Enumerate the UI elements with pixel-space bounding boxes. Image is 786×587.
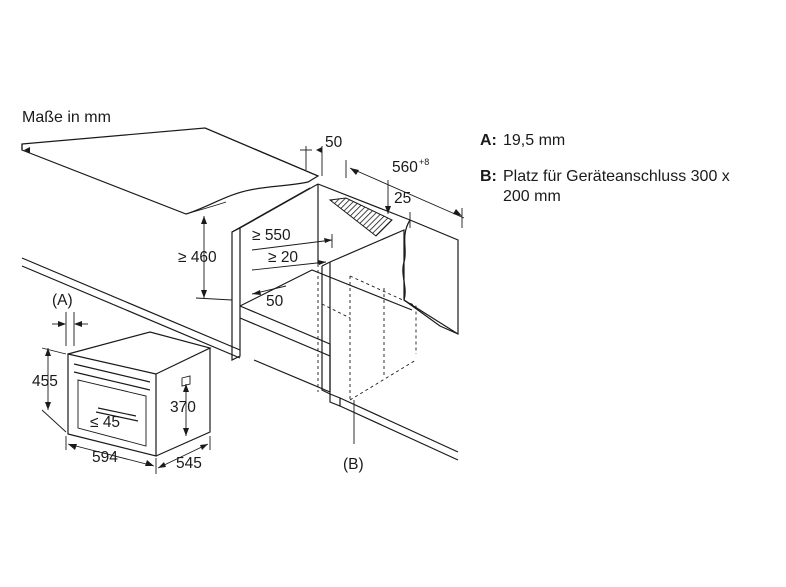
legend-a-key: A: [480, 132, 497, 149]
dim-455 [41, 347, 67, 433]
dim-460-label: ≥ 460 [178, 249, 217, 266]
cabinet-niche [231, 183, 417, 407]
dim-370 [183, 384, 189, 436]
dim-550-label: ≥ 550 [252, 227, 291, 244]
dim-594 [65, 436, 157, 474]
dim-560-tolerance: +8 [419, 157, 429, 167]
floor-lines [21, 257, 459, 461]
marker-a-dimension [52, 312, 88, 346]
dim-560-label: 560 [392, 159, 418, 176]
connection-space [328, 197, 393, 237]
dim-45-label: ≤ 45 [90, 414, 120, 431]
legend-a-text: 19,5 mm [503, 132, 565, 149]
dim-50-top-label: 50 [325, 134, 343, 151]
marker-b: (B) [343, 456, 364, 473]
dim-594-label: 594 [92, 449, 118, 466]
legend-b-text-line1: Platz für Geräteanschluss 300 x [503, 168, 730, 185]
dim-50-inner-label: 50 [266, 293, 284, 310]
legend-b-key: B: [480, 168, 497, 185]
dim-50-top [24, 146, 323, 176]
dim-460 [195, 216, 233, 301]
diagram-title: Maße in mm [22, 109, 111, 126]
legend-b-text-line2: 200 mm [503, 188, 561, 205]
dim-25-label: 25 [394, 190, 411, 207]
dim-560 [345, 160, 465, 228]
dim-545 [157, 436, 211, 469]
dim-50-inner [251, 285, 287, 295]
oven-appliance [67, 331, 212, 457]
worktop-left [21, 127, 320, 215]
dim-25 [385, 180, 411, 228]
dim-20 [251, 260, 327, 271]
dim-455-label: 455 [32, 373, 58, 390]
dim-545-label: 545 [176, 455, 202, 472]
dim-550 [251, 234, 333, 251]
worktop-right [402, 219, 459, 335]
dim-370-label: 370 [170, 399, 196, 416]
dim-20-label: ≥ 20 [268, 249, 298, 266]
marker-a: (A) [52, 292, 73, 309]
legend: A: 19,5 mm B: Platz für Geräteanschluss … [480, 132, 730, 205]
